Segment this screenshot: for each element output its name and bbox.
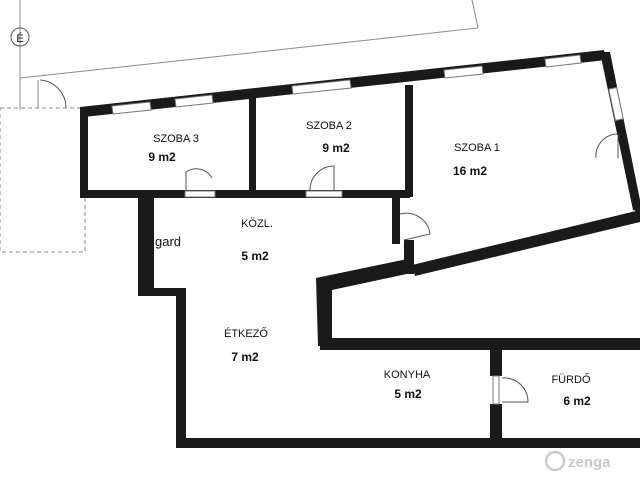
room-area-szoba3: 9 m2 xyxy=(148,150,176,164)
room-name-szoba3: SZOBA 3 xyxy=(153,133,199,145)
windows xyxy=(111,54,624,405)
room-name-furdo: FÜRDŐ xyxy=(551,372,591,386)
room-area-etkezo: 7 m2 xyxy=(231,350,259,364)
room-area-konyha: 5 m2 xyxy=(394,387,422,401)
room-name-kozl: KÖZL. xyxy=(241,218,273,230)
room-area-furdo: 6 m2 xyxy=(563,394,591,408)
terrace xyxy=(0,107,86,253)
room-area-szoba2: 9 m2 xyxy=(322,141,350,155)
room-area-kozl: 5 m2 xyxy=(241,249,269,263)
room-name-gard: gard xyxy=(155,234,181,249)
compass: É xyxy=(10,27,30,47)
room-name-konyha: KONYHA xyxy=(384,369,431,381)
zenga-watermark: zenga xyxy=(544,450,611,472)
room-area-szoba1: 16 m2 xyxy=(453,164,487,178)
north-arrow-label: É xyxy=(16,32,23,45)
zenga-logo-icon xyxy=(544,450,566,472)
room-name-etkezo: ÉTKEZŐ xyxy=(224,326,268,340)
room-name-szoba2: SZOBA 2 xyxy=(306,120,352,132)
room-labels: SZOBA 3 9 m2 SZOBA 2 9 m2 SZOBA 1 16 m2 … xyxy=(148,120,591,408)
doors xyxy=(185,133,619,403)
zenga-logo-text: zenga xyxy=(568,454,611,471)
walls xyxy=(80,50,640,448)
room-name-szoba1: SZOBA 1 xyxy=(454,142,500,154)
